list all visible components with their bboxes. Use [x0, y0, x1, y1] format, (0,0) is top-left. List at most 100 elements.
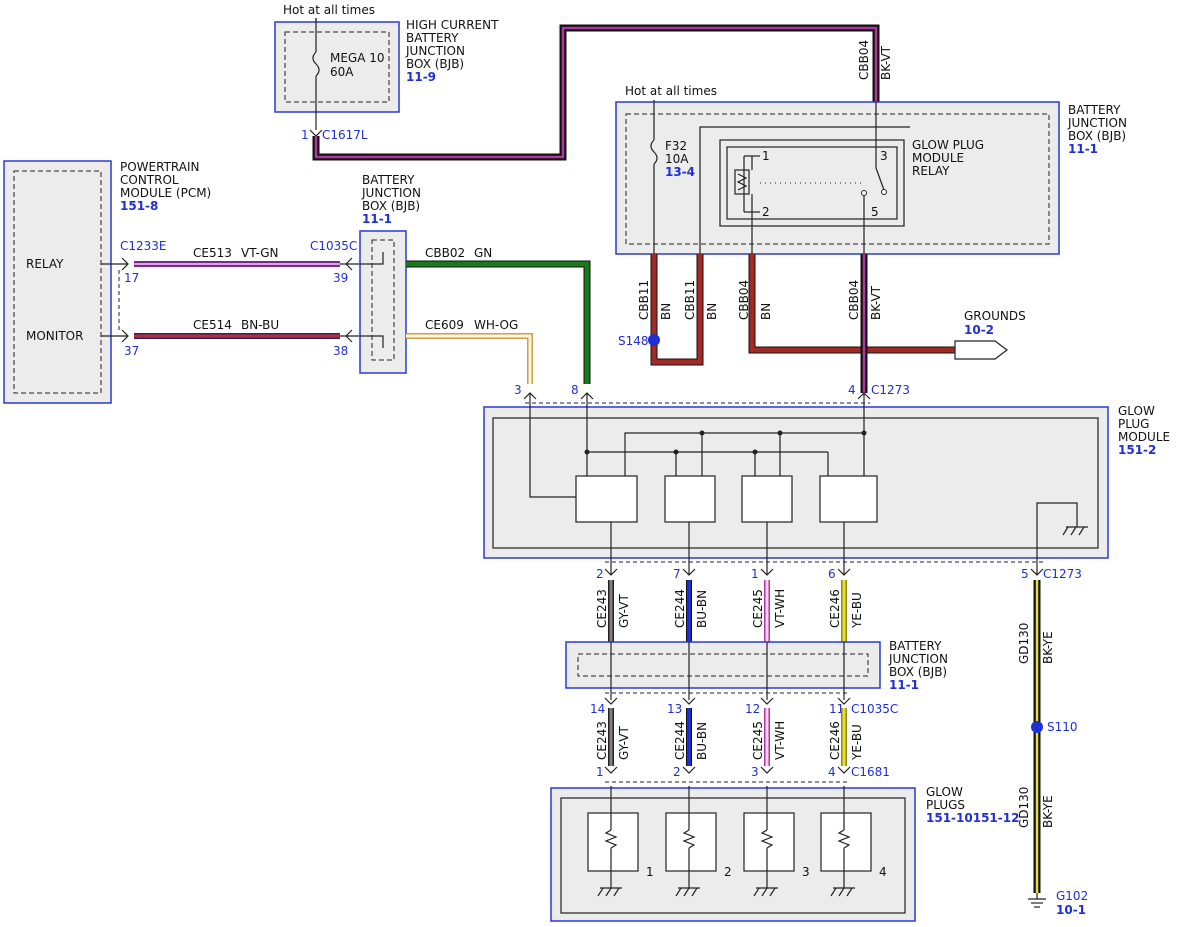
gpm-pin-6: 6 [828, 567, 836, 581]
wire-ce243-color-1: GY-VT [617, 594, 631, 628]
hcbjb-name-1: HIGH CURRENT [406, 18, 499, 32]
bjb-top-name-3: BOX (BJB) [1068, 129, 1126, 143]
gpm-pin-1: 1 [751, 567, 759, 581]
c1035c-low-pin-13: 13 [667, 702, 682, 716]
splice-s110-label: S110 [1047, 720, 1078, 734]
glow-plugs: GLOW PLUGS 151-10151-12 1 2 [550, 785, 1019, 922]
wire-ce246-id-2: CE246 [828, 721, 842, 760]
wires-bjb-to-gpm: CBB02 GN CE609 WH-OG [406, 246, 591, 384]
glow-plug-number-4: 4 [879, 865, 887, 879]
glow-plug-2: 2 [665, 786, 732, 897]
gpm-ref: 151-2 [1118, 443, 1156, 457]
glow-plugs-name-2: PLUGS [926, 798, 965, 812]
glow-plug-3: 3 [743, 786, 810, 897]
wire-ce245-id-2: CE245 [751, 721, 765, 760]
bjb-top-name-1: BATTERY [1068, 103, 1121, 117]
wire-ce246-color-2: YE-BU [850, 724, 864, 761]
wire-cbb11-b-id: CBB11 [683, 280, 697, 320]
pcm: RELAY MONITOR POWERTRAIN CONTROL MODULE … [3, 160, 211, 404]
pcm-name-3: MODULE (PCM) [120, 186, 211, 200]
wire-ce245-id-1: CE245 [751, 589, 765, 628]
wire-ce244-id-2: CE244 [673, 721, 687, 760]
bjb-mid-pin-39: 39 [333, 271, 348, 285]
relay-coil-icon [734, 169, 750, 195]
bjb-low-box [565, 641, 881, 689]
grounds-ref: 10-2 [964, 323, 994, 337]
wires-below-bjb-top: S148 CBB11 BN CBB11 BN CBB04 BN CBB04 BK… [618, 254, 1026, 393]
c1681-pin-2: 2 [673, 765, 681, 779]
c1035c-low-pin-11: 11 [829, 702, 844, 716]
c1035c-low-pin-12: 12 [745, 702, 760, 716]
wire-cbb04-bn-id: CBB04 [737, 280, 751, 320]
wire-ce513-id: CE513 [193, 246, 232, 260]
glow-plug-4: 4 [820, 786, 887, 897]
c1681-connector: C1681 [851, 765, 890, 779]
hot-at-all-times-label-1: Hot at all times [283, 3, 375, 17]
wire-gd130-color-1: BK-YE [1041, 631, 1055, 664]
wire-ce513-color: VT-GN [241, 246, 278, 260]
bjb-top-name-2: JUNCTION [1067, 116, 1127, 130]
wire-ce609-id: CE609 [425, 318, 464, 332]
gpm-pin-5: 5 [1021, 567, 1029, 581]
pcm-monitor-label: MONITOR [26, 329, 83, 343]
ground-icon-2 [675, 887, 698, 897]
connector-c1617l-icon [309, 129, 323, 137]
bjb-low-ref: 11-1 [889, 678, 919, 692]
hcbjb-ref: 11-9 [406, 70, 436, 84]
bjb-top-ref: 11-1 [1068, 142, 1098, 156]
gpm-connector-top: C1273 [871, 383, 910, 397]
relay-pin-1: 1 [762, 149, 770, 163]
glow-plug-1: 1 [587, 786, 654, 897]
gpm-pin-7: 7 [673, 567, 681, 581]
splice-s148-label: S148 [618, 334, 649, 348]
bjb-mid-ref: 11-1 [362, 212, 392, 226]
gpm-pin-2: 2 [596, 567, 604, 581]
wire-cbb04-top-id: CBB04 [857, 40, 871, 80]
gpm-driver-3 [741, 475, 793, 523]
hcbjb-name-2: BATTERY [406, 31, 459, 45]
splice-s148-dot [648, 334, 660, 346]
pcm-pin-37: 37 [124, 344, 139, 358]
ground-icon-3 [753, 887, 776, 897]
gpm-pin-8: 8 [571, 383, 579, 397]
relay-name-3: RELAY [912, 164, 950, 178]
grounds-connector-icon [954, 340, 1008, 360]
wire-cbb11-b-color: BN [705, 303, 719, 320]
gpm-pin-3: 3 [514, 383, 522, 397]
wire-ce246-id-1: CE246 [828, 589, 842, 628]
wire-gd130-id-1: GD130 [1017, 623, 1031, 664]
wire-cbb02-id: CBB02 [425, 246, 465, 260]
wire-cbb11-a-id: CBB11 [637, 280, 651, 320]
bjb-mid-name-1: BATTERY [362, 173, 415, 187]
pcm-pin-17: 17 [124, 271, 139, 285]
fuse-f32-label: F32 [665, 139, 687, 153]
fuse-f32-icon [650, 139, 658, 165]
heater-icon-2 [682, 829, 696, 849]
hcbjb-box [274, 21, 400, 113]
hcbjb-connector: C1617L [322, 128, 368, 142]
glow-plug-module: 3 8 4 C1273 GLOW PLUG MODULE 151-2 [483, 383, 1170, 581]
wires-pcm-bjb: CE513 VT-GN CE514 BN-BU [134, 246, 360, 343]
wire-ce609-color: WH-OG [474, 318, 518, 332]
heater-icon-4 [837, 829, 851, 849]
gpm-name-3: MODULE [1118, 430, 1170, 444]
wires-gpm-to-bjb: CE243 GY-VT CE244 BU-BN CE245 VT-WH CE24… [595, 580, 864, 642]
wire-gd130-color-2: BK-YE [1041, 795, 1055, 828]
pcm-relay-label: RELAY [26, 257, 64, 271]
bjb-low-name-2: JUNCTION [888, 652, 948, 666]
pcm-connector: C1233E [120, 239, 167, 253]
c1681-pin-1: 1 [596, 765, 604, 779]
mega-fuse-label: MEGA 10 [330, 51, 385, 65]
c1035c-low-connector: C1035C [851, 702, 898, 716]
wire-ce245-color-2: VT-WH [773, 721, 787, 760]
pcm-name-2: CONTROL [120, 173, 179, 187]
relay-pin-3: 3 [880, 149, 888, 163]
wire-ce243-id-2: CE243 [595, 721, 609, 760]
wire-cbb04-bkvt-color: BK-VT [869, 285, 883, 320]
pcm-name-1: POWERTRAIN [120, 160, 200, 174]
wire-cbb02-color: GN [474, 246, 492, 260]
grounds-label: GROUNDS [964, 309, 1026, 323]
high-current-bjb: Hot at all times MEGA 10 60A HIGH CURREN… [274, 3, 499, 142]
wire-ce243-id-1: CE243 [595, 589, 609, 628]
glow-plugs-ref: 151-10151-12 [926, 811, 1019, 825]
